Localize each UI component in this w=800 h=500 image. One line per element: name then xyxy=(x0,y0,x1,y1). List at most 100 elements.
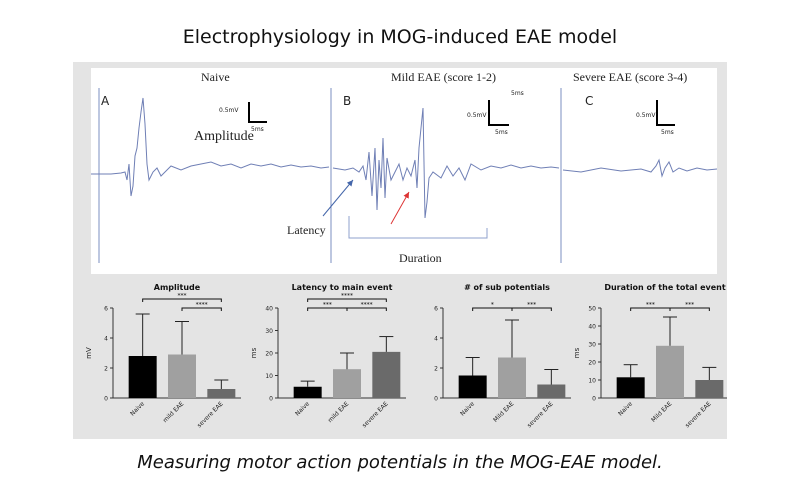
svg-text:5ms: 5ms xyxy=(495,129,508,136)
bar xyxy=(128,356,157,398)
bar xyxy=(168,354,196,398)
bar xyxy=(293,386,322,398)
y-axis-label: ms xyxy=(573,347,581,358)
significance-label: *** xyxy=(685,302,694,309)
latency-arrow xyxy=(322,179,354,217)
svg-text:5ms: 5ms xyxy=(661,129,674,136)
trace-naive xyxy=(91,97,330,197)
x-tick-label: Naive xyxy=(617,400,634,417)
bar xyxy=(333,369,361,398)
significance-label: **** xyxy=(196,302,208,309)
y-tick-label: 40 xyxy=(588,324,596,331)
panel-letter-c: C xyxy=(585,94,593,108)
y-tick-label: 2 xyxy=(434,366,438,373)
column-title-naive: Naive xyxy=(201,70,230,84)
x-tick-label: Mild EAE xyxy=(492,400,515,423)
y-tick-label: 0 xyxy=(434,396,438,403)
x-tick-label: Naive xyxy=(294,400,311,417)
svg-text:5ms: 5ms xyxy=(251,126,264,133)
significance-bracket xyxy=(346,307,387,311)
y-tick-label: 10 xyxy=(588,378,596,385)
bar xyxy=(656,345,684,398)
trace-mild xyxy=(332,107,560,219)
svg-text:0.5mV: 0.5mV xyxy=(467,112,487,119)
bar xyxy=(537,384,566,398)
significance-label: *** xyxy=(178,293,187,300)
figure-panel: Naive Mild EAE (score 1-2) Severe EAE (s… xyxy=(73,62,727,439)
x-tick-label: Mild EAE xyxy=(650,400,673,423)
duration-label: Duration xyxy=(399,251,442,265)
duration-bracket xyxy=(348,216,488,239)
y-tick-label: 20 xyxy=(588,360,596,367)
scale-bar-c: 0.5mV 5ms xyxy=(636,100,675,136)
chart-title: # of sub potentials xyxy=(464,283,550,292)
latency-label: Latency xyxy=(287,223,326,237)
x-tick-label: Naive xyxy=(129,400,146,417)
panel-letter-a: A xyxy=(101,94,110,108)
column-title-severe: Severe EAE (score 3-4) xyxy=(573,70,687,84)
svg-text:5ms: 5ms xyxy=(511,90,524,97)
significance-label: * xyxy=(491,302,494,309)
x-tick-label: severe EAE xyxy=(196,400,225,429)
bar xyxy=(207,389,236,398)
y-tick-label: 6 xyxy=(104,306,108,313)
significance-label: **** xyxy=(361,302,373,309)
y-axis-label: ms xyxy=(250,347,258,358)
svg-text:0.5mV: 0.5mV xyxy=(219,107,239,114)
scale-bar-a: 0.5mV 5ms xyxy=(219,102,267,133)
y-tick-label: 4 xyxy=(104,336,108,343)
significance-label: *** xyxy=(646,302,655,309)
bar xyxy=(372,351,401,398)
bar xyxy=(616,377,645,398)
significance-bracket xyxy=(307,298,387,302)
page-title: Electrophysiology in MOG-induced EAE mod… xyxy=(182,26,618,48)
bar-chart-4: Duration of the total event 0 10 20 30 40 50 ms… xyxy=(573,283,727,429)
y-axis-label: mV xyxy=(85,347,93,359)
x-tick-label: severe EAE xyxy=(684,400,713,429)
chart-title: Latency to main event xyxy=(292,283,393,292)
figure-caption: Measuring motor action potentials in the… xyxy=(137,452,663,473)
scale-bar-b: 0.5mV 5ms 5ms xyxy=(467,90,524,136)
column-title-mild: Mild EAE (score 1-2) xyxy=(391,70,496,84)
duration-arrow xyxy=(390,191,410,225)
y-tick-label: 10 xyxy=(265,373,273,380)
trace-severe xyxy=(562,158,718,178)
trace-svg: Naive Mild EAE (score 1-2) Severe EAE (s… xyxy=(91,70,718,265)
y-tick-label: 30 xyxy=(588,342,596,349)
x-tick-label: mild EAE xyxy=(327,400,351,424)
panel-letter-b: B xyxy=(343,94,351,108)
bar-chart-1: Amplitude 0 2 4 6 mV Naive mild EAE severe EAE **… xyxy=(85,283,241,429)
bar xyxy=(458,375,487,398)
significance-label: **** xyxy=(341,293,353,300)
significance-label: *** xyxy=(527,302,536,309)
amplitude-label: Amplitude xyxy=(194,129,254,144)
x-tick-label: severe EAE xyxy=(361,400,390,429)
y-tick-label: 50 xyxy=(588,306,596,313)
y-tick-label: 0 xyxy=(269,396,273,403)
y-tick-label: 40 xyxy=(265,306,273,313)
trace-recordings: Naive Mild EAE (score 1-2) Severe EAE (s… xyxy=(91,68,718,274)
y-tick-label: 4 xyxy=(434,336,438,343)
y-tick-label: 30 xyxy=(265,328,273,335)
chart-title: Duration of the total event xyxy=(604,283,726,292)
x-tick-label: severe EAE xyxy=(526,400,555,429)
svg-text:0.5mV: 0.5mV xyxy=(636,112,656,119)
x-tick-label: mild EAE xyxy=(162,400,186,424)
y-tick-label: 6 xyxy=(434,306,438,313)
significance-bracket xyxy=(511,307,552,311)
significance-bracket xyxy=(181,307,222,311)
y-tick-label: 2 xyxy=(104,366,108,373)
y-tick-label: 0 xyxy=(592,396,596,403)
bar xyxy=(498,357,526,398)
bar xyxy=(695,380,724,398)
y-tick-label: 0 xyxy=(104,396,108,403)
x-tick-label: Naive xyxy=(459,400,476,417)
chart-title: Amplitude xyxy=(154,283,201,292)
significance-label: *** xyxy=(323,302,332,309)
significance-bracket xyxy=(142,298,222,302)
y-tick-label: 20 xyxy=(265,351,273,358)
significance-bracket xyxy=(669,307,710,311)
